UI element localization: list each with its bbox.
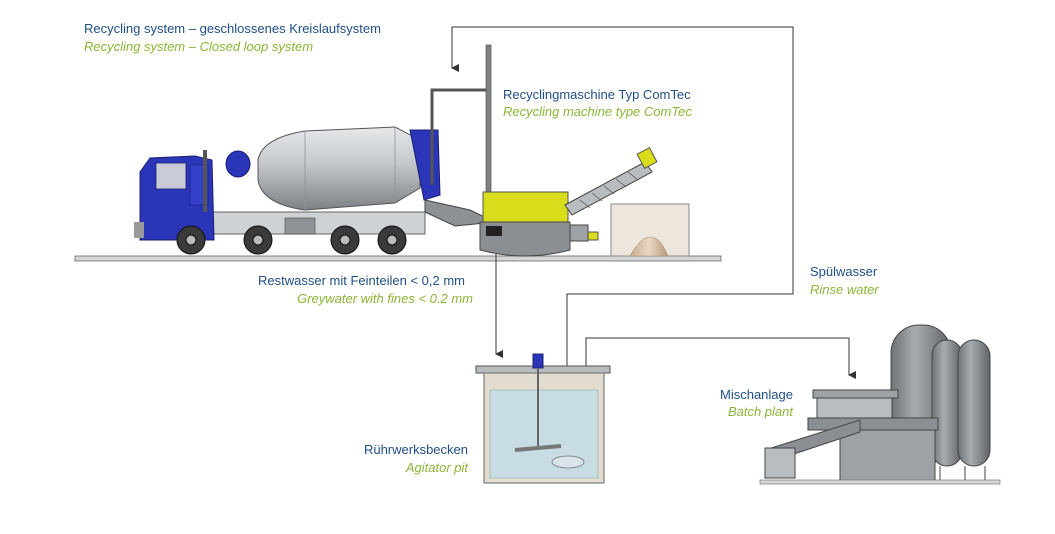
agitator-pit-label-en: Agitator pit [405,460,468,475]
truck-wheels [176,225,407,255]
machine-tank [479,221,571,257]
agitator-pit-label-de: Rührwerksbecken [363,442,468,457]
machine-label-de: Recyclingmaschine Typ ComTec [503,87,691,102]
sand-pile [629,236,669,257]
rinse-water-line [451,26,794,450]
title-de: Recycling system – geschlossenes Kreisla… [84,21,381,36]
mixer-building [839,429,936,483]
title-en: Recycling system – Closed loop system [84,39,314,54]
truck-cab-window [155,162,187,190]
silo-3 [957,339,991,467]
screw-conveyor [564,161,653,216]
machine-label-en: Recycling machine type ComTec [503,104,692,119]
agitator-pit-drawing [475,353,611,484]
ground-platform [74,255,722,262]
batch-plant-label-de: Mischanlage [720,387,793,402]
mixer-drum [257,126,421,211]
batch-plant-drawing [759,324,1001,485]
recycling-machine [430,44,690,257]
batch-plant-label-en: Batch plant [727,404,793,419]
greywater-label-en: Greywater with fines < 0.2 mm [297,291,473,306]
mixer-truck [134,126,497,255]
machine-hopper [482,191,569,223]
rinse-label-en: Rinse water [810,282,879,297]
greywater-label-de: Restwasser mit Feinteilen < 0,2 mm [258,273,465,288]
rinse-label-de: Spülwasser [810,264,878,279]
